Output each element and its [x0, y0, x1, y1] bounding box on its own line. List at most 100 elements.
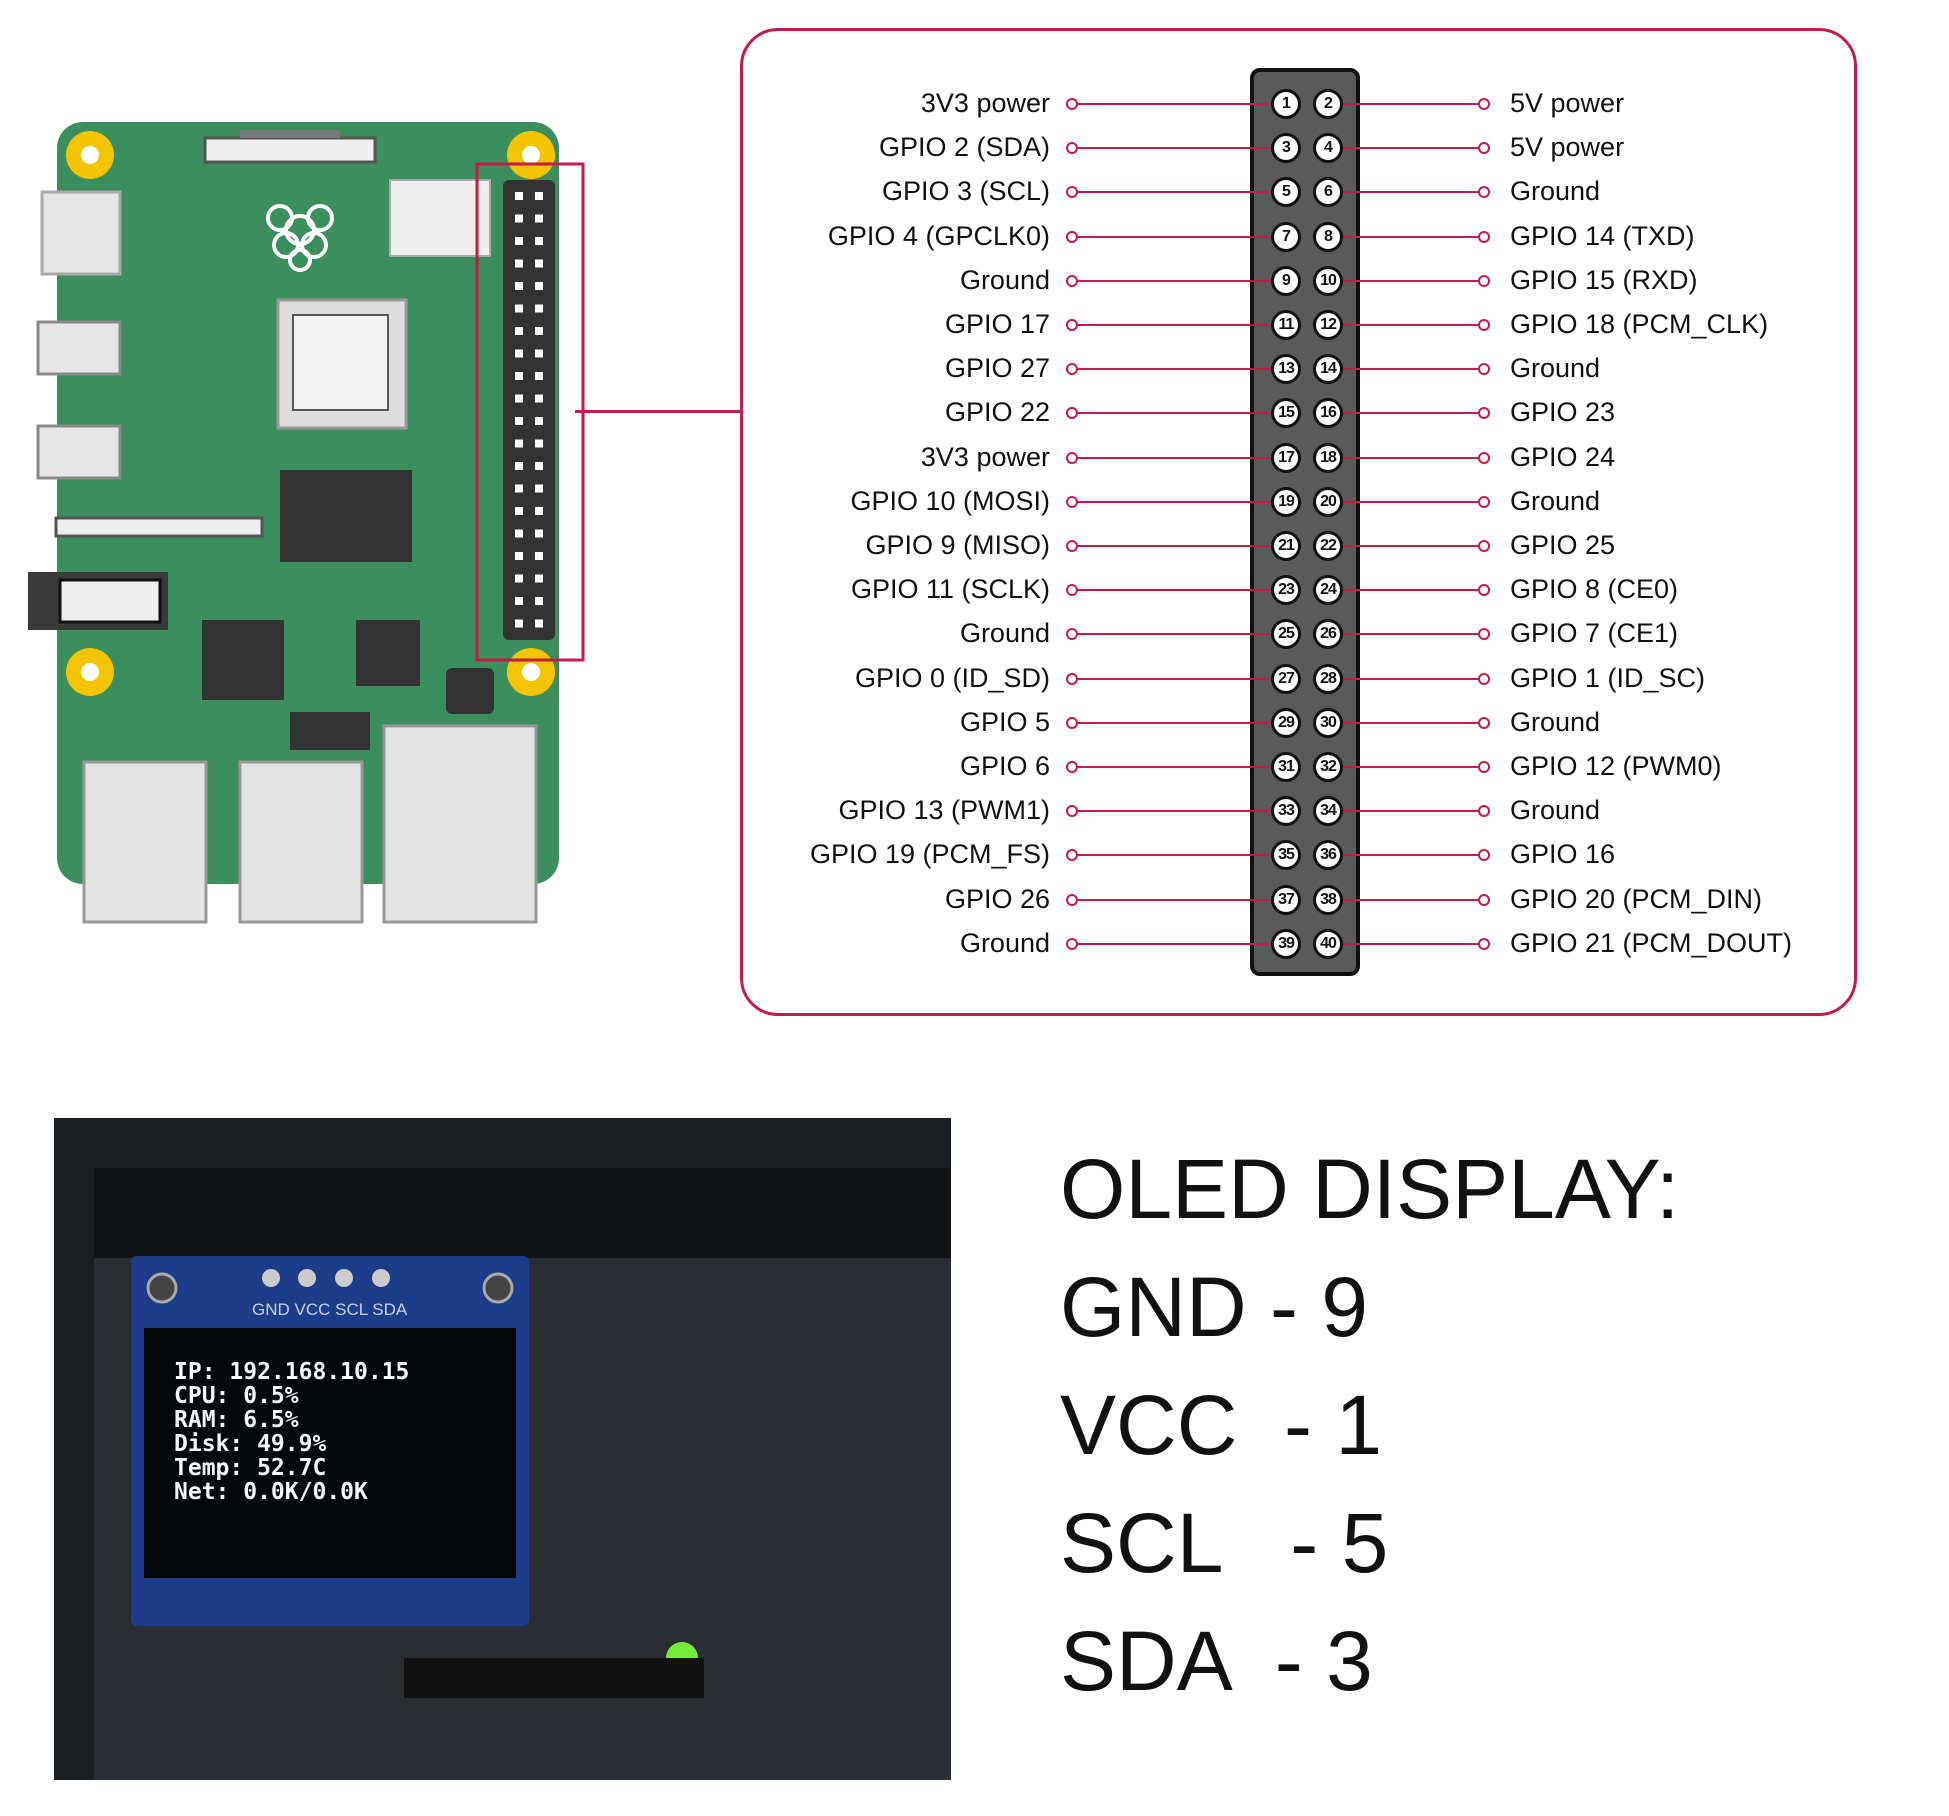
display-connector	[54, 516, 264, 538]
pin-5: 5	[1271, 177, 1301, 208]
pin-28-terminal	[1478, 672, 1490, 685]
pin-26-line	[1343, 633, 1484, 636]
pin-37-label: GPIO 26	[944, 883, 1050, 914]
pin-17-label: 3V3 power	[920, 441, 1050, 472]
board-gpio-pin	[535, 372, 543, 380]
pin-34-terminal	[1478, 805, 1490, 818]
pin-11-label: GPIO 17	[944, 309, 1050, 339]
board-gpio-pin	[515, 327, 523, 335]
pin-9: 9	[1271, 265, 1301, 296]
board-gpio-pin	[535, 304, 543, 313]
pmic-chip	[290, 712, 370, 750]
pin-31-terminal	[1066, 761, 1078, 773]
board-gpio-pin	[535, 282, 543, 290]
pin-34-label: Ground	[1510, 795, 1601, 826]
pin-15-terminal	[1066, 407, 1078, 420]
oled-note-title: OLED DISPLAY:	[1060, 1142, 1680, 1236]
oled-screen	[144, 1328, 516, 1578]
pin-26: 26	[1313, 619, 1343, 650]
pin-17-line	[1072, 456, 1271, 459]
board-gpio-pin	[515, 259, 523, 268]
pin-21-line	[1072, 545, 1271, 547]
pin-24-terminal	[1478, 584, 1490, 597]
pin-12-line	[1343, 324, 1484, 326]
hdmi-port	[36, 320, 122, 376]
pin-18-terminal	[1478, 451, 1490, 464]
board-gpio-pin	[515, 304, 523, 313]
pin-11-line	[1072, 324, 1271, 326]
pin-13-line	[1072, 368, 1271, 371]
pin-1-line	[1072, 103, 1271, 105]
pin-8: 8	[1313, 221, 1343, 252]
board-gpio-pin	[535, 349, 543, 358]
raspberry-pi-board	[28, 122, 585, 924]
pin-33-terminal	[1066, 805, 1078, 818]
board-gpio-pin	[535, 192, 543, 200]
oled-note-gnd: GND - 9	[1060, 1260, 1369, 1354]
pin-31-line	[1072, 766, 1271, 768]
gpio-header	[503, 180, 555, 640]
pin-6-label: Ground	[1510, 176, 1601, 207]
pin-1-label: 3V3 power	[920, 88, 1050, 118]
pin-4-terminal	[1478, 142, 1490, 155]
pin-28: 28	[1313, 663, 1343, 694]
pin-1-terminal	[1066, 98, 1078, 110]
pin-15: 15	[1271, 398, 1301, 429]
pin-4-label: 5V power	[1510, 132, 1625, 163]
pin-2-line	[1343, 103, 1484, 105]
pin-6-line	[1343, 191, 1484, 194]
pin-32: 32	[1313, 752, 1343, 782]
board-gpio-pin	[535, 529, 543, 538]
oled-note-scl: SCL - 5	[1060, 1496, 1389, 1590]
pin-31: 31	[1271, 752, 1301, 782]
board-gpio-pin	[515, 574, 523, 583]
board-gpio-pin	[515, 439, 523, 448]
pin-29-line	[1072, 721, 1271, 724]
camera-connector	[203, 136, 377, 164]
pin-25: 25	[1271, 619, 1301, 650]
board-gpio-pin	[535, 214, 543, 223]
pin-10: 10	[1313, 265, 1343, 296]
pin-12-label: GPIO 18 (PCM_CLK)	[1510, 309, 1769, 339]
pin-16-label: GPIO 23	[1510, 397, 1616, 428]
pin-38: 38	[1313, 884, 1343, 915]
pin-30-terminal	[1478, 716, 1490, 729]
board-gpio-pin	[515, 597, 523, 605]
pin-13-label: GPIO 27	[944, 353, 1050, 384]
pin-33-line	[1072, 810, 1271, 813]
pin-19-terminal	[1066, 495, 1078, 508]
pin-17-terminal	[1066, 451, 1078, 464]
pin-7-terminal	[1066, 230, 1078, 243]
raspberry-logo	[266, 204, 334, 272]
pin-4: 4	[1313, 133, 1343, 164]
pin-30-line	[1343, 721, 1484, 724]
pin-2-label: 5V power	[1510, 88, 1625, 118]
pin-33: 33	[1271, 796, 1301, 827]
oled-wiring-note: OLED DISPLAY: GND - 9 VCC - 1 SCL - 5 SD…	[1060, 1130, 1679, 1720]
board-gpio-pin	[515, 417, 523, 425]
pin-27: 27	[1271, 663, 1301, 694]
pin-37-line	[1072, 898, 1271, 901]
pin-18: 18	[1313, 442, 1343, 473]
pin-35-terminal	[1066, 849, 1078, 862]
pin-8-label: GPIO 14 (TXD)	[1510, 220, 1695, 251]
pin-36-label: GPIO 16	[1510, 839, 1616, 870]
pin-19-label: GPIO 10 (MOSI)	[850, 485, 1050, 516]
pin-5-line	[1072, 191, 1271, 194]
pin-38-terminal	[1478, 893, 1490, 906]
board-gpio-pin	[535, 394, 543, 403]
pin-32-line	[1343, 766, 1484, 768]
pin-12-terminal	[1478, 319, 1490, 331]
pin-9-line	[1072, 279, 1271, 282]
board-gpio-pin	[515, 552, 523, 560]
pin-18-label: GPIO 24	[1510, 441, 1616, 472]
board-gpio-pin	[535, 619, 543, 628]
pin-14: 14	[1313, 354, 1343, 385]
board-gpio-pin	[535, 237, 543, 245]
pin-23-terminal	[1066, 584, 1078, 597]
pin-25-terminal	[1066, 628, 1078, 641]
poe-header	[446, 668, 494, 714]
pin-9-terminal	[1066, 274, 1078, 287]
pin-24-line	[1343, 589, 1484, 592]
